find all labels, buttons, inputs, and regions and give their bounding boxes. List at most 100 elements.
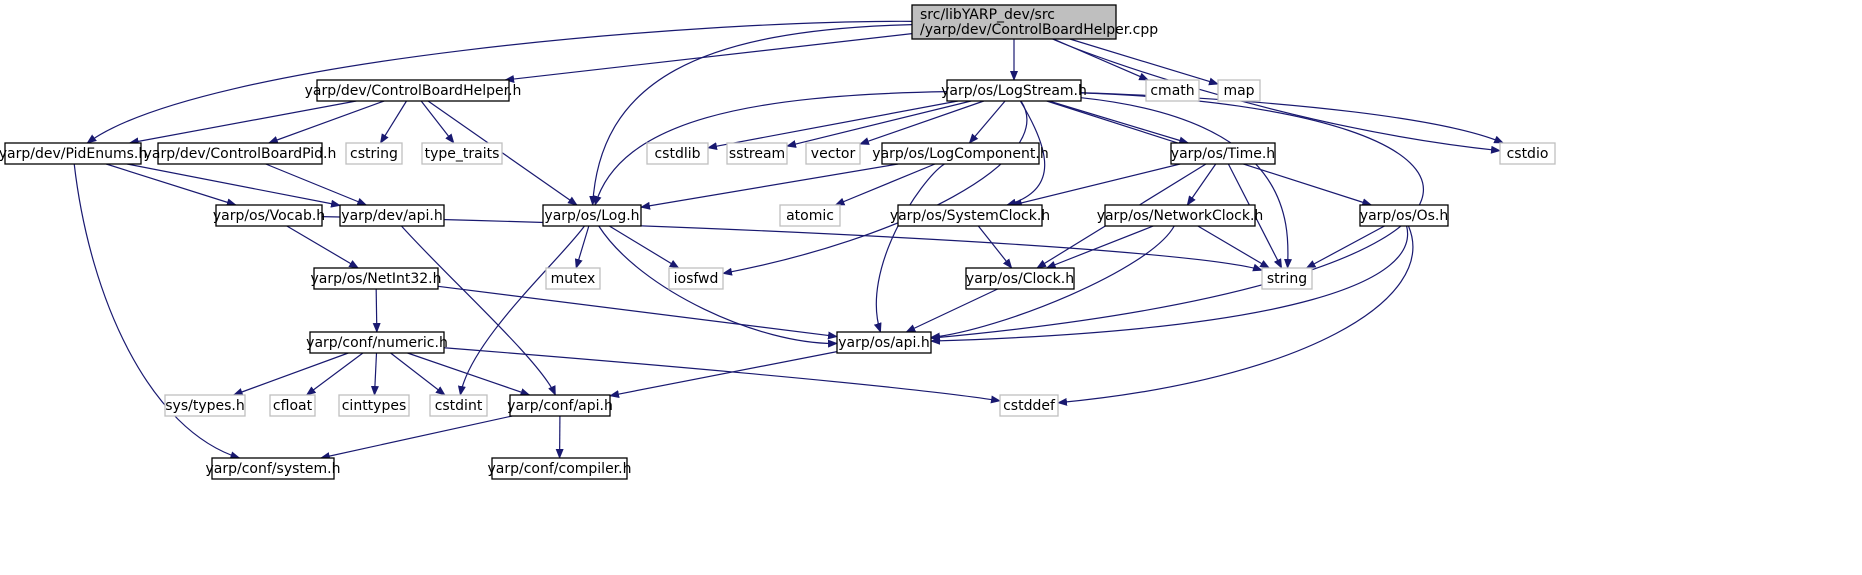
node-vocab[interactable]: yarp/os/Vocab.h: [213, 204, 325, 227]
edge-osapi-to-confapi: [609, 351, 838, 398]
node-label: yarp/dev/PidEnums.h: [0, 146, 147, 162]
nodes-layer: src/libYARP_dev/src/yarp/dev/ControlBoar…: [0, 4, 1556, 480]
edge-numeric-to-systypes: [232, 352, 349, 396]
edge-numeric-to-cstddef: [443, 347, 1001, 404]
edge-root-to-log: [589, 23, 913, 206]
edge-logstream-to-systemclock: [1006, 100, 1046, 207]
node-label: yarp/os/api.h: [838, 335, 929, 351]
edge-log-to-cstdint: [457, 225, 585, 396]
edge-vocab-to-string: [321, 216, 1263, 272]
node-box: [1145, 79, 1200, 102]
edge-cbh-to-cbpid: [267, 100, 385, 144]
node-netint32[interactable]: yarp/os/NetInt32.h: [310, 267, 442, 290]
node-system[interactable]: yarp/conf/system.h: [206, 457, 341, 480]
node-box: [897, 204, 1043, 227]
node-label: cfloat: [273, 398, 313, 414]
node-box: [805, 142, 861, 165]
edge-root-to-cbh: [504, 33, 913, 83]
edge-logstream-to-osapi: [930, 92, 1424, 342]
node-cstdio: cstdio: [1499, 142, 1556, 165]
node-label: yarp/os/Vocab.h: [213, 208, 325, 224]
edge-logstream-to-cstdio: [1080, 92, 1505, 144]
node-cstddef: cstddef: [999, 394, 1059, 417]
node-box: [1499, 142, 1556, 165]
node-cbpid[interactable]: yarp/dev/ControlBoardPid.h: [144, 142, 337, 165]
edge-numeric-to-confapi: [407, 352, 531, 396]
node-devapi[interactable]: yarp/dev/api.h: [339, 204, 445, 227]
node-log[interactable]: yarp/os/Log.h: [542, 204, 642, 227]
node-label: cstdint: [435, 398, 483, 414]
node-compiler[interactable]: yarp/conf/compiler.h: [488, 457, 632, 480]
node-label: yarp/conf/system.h: [206, 461, 341, 477]
node-label: atomic: [786, 208, 834, 224]
node-box: [338, 394, 410, 417]
node-box: [491, 457, 628, 480]
node-label: yarp/os/Os.h: [1360, 208, 1448, 224]
node-label: /yarp/dev/ControlBoardHelper.cpp: [920, 22, 1158, 38]
node-label: cstdlib: [654, 146, 700, 162]
node-label: mutex: [551, 271, 596, 287]
node-box: [668, 267, 724, 290]
node-systemclock[interactable]: yarp/os/SystemClock.h: [890, 204, 1050, 227]
edge-logstream-to-vector: [859, 100, 985, 145]
node-cbh[interactable]: yarp/dev/ControlBoardHelper.h: [305, 79, 522, 102]
edge-pidenums-to-vocab: [106, 163, 237, 207]
node-label: type_traits: [425, 146, 500, 162]
node-box: [339, 204, 445, 227]
node-label: yarp/dev/ControlBoardPid.h: [144, 146, 337, 162]
node-box: [1104, 204, 1256, 227]
node-confapi[interactable]: yarp/conf/api.h: [507, 394, 613, 417]
node-label: yarp/os/NetworkClock.h: [1097, 208, 1264, 224]
node-os[interactable]: yarp/os/Os.h: [1359, 204, 1449, 227]
node-label: cinttypes: [342, 398, 407, 414]
node-root[interactable]: src/libYARP_dev/src/yarp/dev/ControlBoar…: [911, 4, 1158, 40]
node-atomic: atomic: [779, 204, 841, 227]
node-box: [1261, 267, 1313, 290]
node-cstring: cstring: [345, 142, 403, 165]
edge-clock-to-osapi: [905, 288, 998, 333]
edges-layer: [73, 20, 1505, 460]
node-label: yarp/os/Log.h: [544, 208, 639, 224]
edge-os-to-osapi: [930, 225, 1409, 345]
node-logcomponent[interactable]: yarp/os/LogComponent.h: [872, 142, 1049, 165]
node-label: yarp/os/Time.h: [1171, 146, 1275, 162]
node-box: [309, 331, 445, 354]
node-logstream[interactable]: yarp/os/LogStream.h: [941, 79, 1087, 102]
edge-logstream-to-sstream: [786, 100, 972, 148]
node-label: map: [1223, 83, 1254, 99]
node-pidenums[interactable]: yarp/dev/PidEnums.h: [0, 142, 147, 165]
node-cstdint: cstdint: [429, 394, 488, 417]
node-box: [545, 267, 601, 290]
edge-cbh-to-cstring: [379, 100, 408, 144]
edge-logstream-to-log: [593, 91, 948, 206]
node-box: [646, 142, 709, 165]
node-cinttypes: cinttypes: [338, 394, 410, 417]
node-numeric[interactable]: yarp/conf/numeric.h: [306, 331, 448, 354]
edge-numeric-to-cfloat: [305, 352, 364, 396]
node-networkclock[interactable]: yarp/os/NetworkClock.h: [1097, 204, 1264, 227]
edge-logstream-to-string: [1080, 97, 1292, 269]
edge-netint32-to-osapi: [437, 285, 838, 340]
node-label: yarp/dev/api.h: [341, 208, 442, 224]
node-box: [421, 142, 503, 165]
node-time[interactable]: yarp/os/Time.h: [1170, 142, 1276, 165]
edge-root-to-map: [1069, 38, 1219, 86]
edge-logstream-to-cstdlib: [707, 100, 959, 151]
node-clock[interactable]: yarp/os/Clock.h: [965, 267, 1075, 290]
node-map: map: [1217, 79, 1261, 102]
node-osapi[interactable]: yarp/os/api.h: [836, 331, 932, 354]
node-label: yarp/os/LogComponent.h: [872, 146, 1048, 162]
node-label: cstring: [350, 146, 398, 162]
node-box: [726, 142, 788, 165]
node-label: yarp/dev/ControlBoardHelper.h: [305, 83, 522, 99]
node-box: [215, 204, 323, 227]
node-label: yarp/conf/numeric.h: [306, 335, 448, 351]
node-iosfwd: iosfwd: [668, 267, 724, 290]
edge-log-to-osapi: [598, 225, 838, 348]
edge-logcomponent-to-log: [640, 163, 899, 210]
node-box: [1217, 79, 1261, 102]
node-box: [542, 204, 642, 227]
edge-logcomponent-to-atomic: [834, 163, 936, 206]
node-box: [316, 79, 510, 102]
